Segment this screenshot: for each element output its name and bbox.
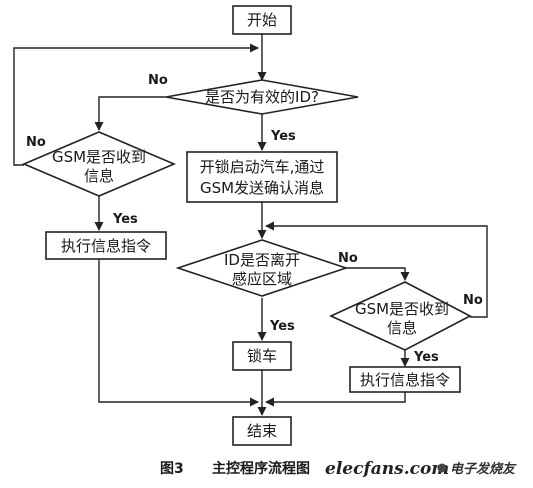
label-gsm2-no: No <box>463 293 483 308</box>
process-unlock-start-car: 开锁启动汽车,通过 GSM发送确认消息 <box>186 151 338 203</box>
decision-gsm-received-2: GSM是否收到 信息 <box>329 281 472 351</box>
caption-title: 主控程序流程图 <box>212 460 310 477</box>
gsm-received-2-line1: GSM是否收到 <box>355 300 449 318</box>
edge-gsm1-no-loop <box>13 43 259 166</box>
process-exec-command-2: 执行信息指令 <box>349 366 461 393</box>
edge-valid-id-no <box>94 96 166 131</box>
connectors <box>13 34 488 416</box>
edge-gsm2-no-loop <box>265 221 488 318</box>
label-valid-id-yes: Yes <box>270 129 296 144</box>
label-valid-id-no: No <box>148 73 168 88</box>
label-gsm1-no: No <box>26 135 46 150</box>
label-gsm2-yes: Yes <box>413 350 439 365</box>
label-id-leave-no: No <box>338 251 358 266</box>
unlock-line1: 开锁启动汽车,通过 <box>200 158 325 176</box>
watermark-brand: 电子发烧友 <box>450 461 517 477</box>
gsm-received-2-line2: 信息 <box>387 319 417 337</box>
decision-valid-id: 是否为有效的ID? <box>165 79 359 115</box>
label-id-leave-yes: Yes <box>269 319 295 334</box>
unlock-line2: GSM发送确认消息 <box>200 179 324 197</box>
decision-gsm-received-1: GSM是否收到 信息 <box>21 131 177 197</box>
gsm-received-1-line1: GSM是否收到 <box>52 148 146 166</box>
node-end: 结束 <box>232 416 292 446</box>
id-leave-line1: ID是否离开 <box>224 251 300 269</box>
node-start: 开始 <box>232 5 292 35</box>
figure-caption: 图3 主控程序流程图 <box>160 460 310 477</box>
edge-exec2-to-end <box>265 391 406 407</box>
edge-id-leave-no <box>346 267 410 281</box>
watermark: elecfans.com 电子发烧友 <box>325 459 517 479</box>
process-exec-command-1: 执行信息指令 <box>45 231 167 260</box>
caption-figure-number: 图3 <box>160 461 184 477</box>
decision-id-leave-area: ID是否离开 感应区域 <box>175 239 349 297</box>
watermark-dot-icon <box>437 463 447 473</box>
exec-command-1-label: 执行信息指令 <box>61 237 151 255</box>
exec-command-2-label: 执行信息指令 <box>360 371 450 389</box>
end-label: 结束 <box>247 422 277 440</box>
edge-exec1-to-end <box>98 259 259 407</box>
lock-label: 锁车 <box>247 347 277 365</box>
process-lock-car: 锁车 <box>232 341 292 371</box>
watermark-site: elecfans.com <box>325 459 449 479</box>
start-label: 开始 <box>247 11 277 29</box>
id-leave-line2: 感应区域 <box>232 270 292 288</box>
valid-id-label: 是否为有效的ID? <box>205 88 319 106</box>
label-gsm1-yes: Yes <box>112 212 138 227</box>
gsm-received-1-line2: 信息 <box>84 167 114 185</box>
